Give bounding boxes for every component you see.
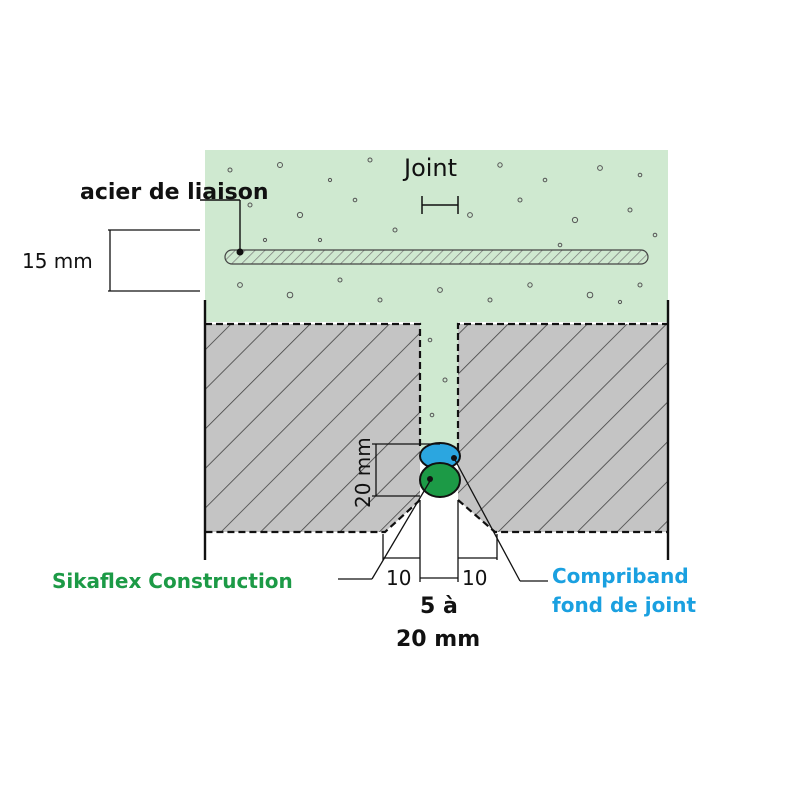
- cover-dimension: [108, 229, 200, 292]
- edge-lines: [203, 300, 670, 560]
- chamfer-left-label: 10: [386, 566, 411, 590]
- rebar: [224, 249, 649, 265]
- depth-label: 20 mm: [351, 437, 375, 508]
- backing-label-line1: Compriband: [552, 564, 689, 588]
- backing-label-line2: fond de joint: [552, 593, 696, 617]
- chamfer-right-label: 10: [462, 566, 487, 590]
- sealant-leader: [338, 480, 431, 580]
- backing-leader: [453, 457, 548, 582]
- joint-channel: [420, 322, 458, 450]
- aggregate-speckles: [227, 157, 658, 418]
- width-label-line2: 20 mm: [396, 627, 480, 652]
- slab-outlines: [205, 322, 668, 534]
- sealant-bead: [419, 462, 461, 498]
- depth-dimension: [372, 443, 440, 497]
- width-label-line1: 5 à: [420, 594, 458, 619]
- cover-label: 15 mm: [22, 249, 93, 273]
- sealant-label: Sikaflex Construction: [52, 569, 293, 593]
- joint-label: Joint: [402, 154, 457, 182]
- steel-label: acier de liaison: [80, 180, 269, 205]
- screed-layer: [205, 150, 668, 322]
- steel-leader: [200, 199, 241, 252]
- joint-width-marker: [421, 196, 459, 214]
